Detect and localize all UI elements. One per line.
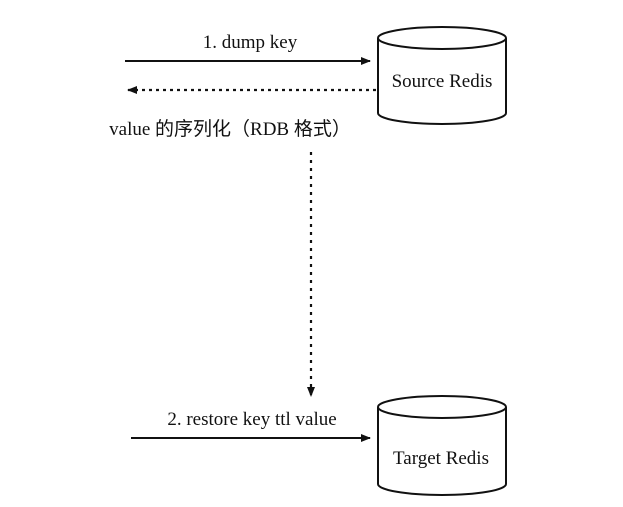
source-redis-label: Source Redis [392,71,493,92]
restore-label: 2. restore key ttl value [167,409,336,430]
dump-key-edge: 1. dump key [125,32,371,65]
source-redis-node: Source Redis [377,26,507,125]
target-redis-node: Target Redis [377,395,507,496]
restore-edge: 2. restore key ttl value [131,409,371,442]
target-redis-label: Target Redis [393,448,489,469]
serialized-value-edge: value 的序列化（RDB 格式） [109,86,376,140]
dump-key-label: 1. dump key [203,32,298,53]
serialized-value-label: value 的序列化（RDB 格式） [109,118,351,140]
